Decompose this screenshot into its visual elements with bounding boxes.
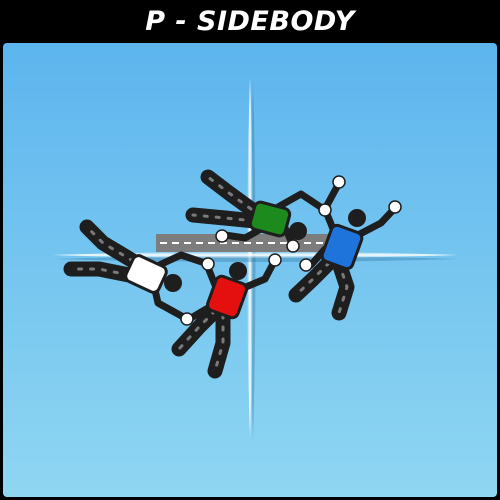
formation-title: P - SIDEBODY — [145, 5, 355, 37]
grip-blue-right — [388, 200, 402, 214]
grip-white-green — [215, 229, 229, 243]
grip-blue-upper — [332, 175, 346, 189]
grip-blue-lower — [299, 258, 313, 272]
jumper-red — [171, 256, 279, 379]
grip-white-red-lower — [180, 312, 194, 326]
jumper-blue — [288, 179, 399, 321]
jumper-white — [63, 219, 212, 323]
grip-white-red — [201, 257, 215, 271]
sky-panel — [3, 43, 497, 497]
formation-diagram — [53, 78, 458, 441]
grips — [180, 175, 402, 326]
grip-green-blue — [318, 203, 332, 217]
grip-red-green — [268, 253, 282, 267]
grip-green-red — [286, 239, 300, 253]
title-bar: P - SIDEBODY — [0, 0, 500, 42]
